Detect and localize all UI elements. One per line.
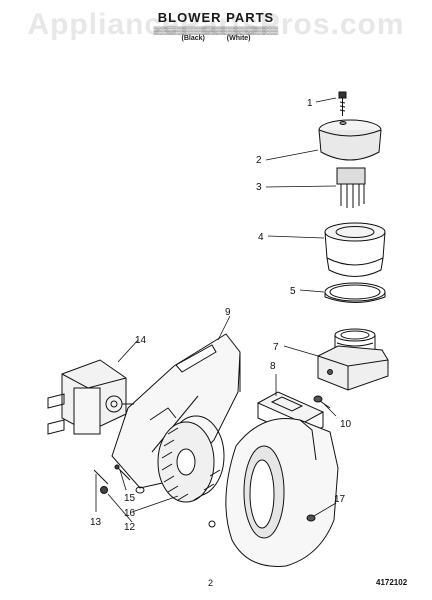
part-13-clip [93,469,109,485]
part-1-screw [338,91,347,116]
watermark: AppliancePartsPros.com [27,8,405,41]
callout-17: 17 [334,494,346,505]
callout-8: 8 [270,361,276,372]
callout-3: 3 [256,182,262,193]
callout-15: 15 [124,493,136,504]
part-10-screw [313,395,331,409]
callout-5: 5 [290,286,296,297]
blower-housing [208,418,339,567]
leader-lines [95,97,337,523]
page-number: 2 [208,578,214,588]
callout-4: 4 [258,232,264,243]
part-9-side-plate [111,333,241,489]
diagram-header: BLOWER PARTS ▒▒▒▒▒▒▒▒▒▒▒▒▒▒▒▒▒▒▒▒▒▒ (Bla… [0,10,432,42]
callout-labels: 1 2 3 4 5 7 8 9 10 14 15 16 12 13 17 11 … [90,98,352,533]
color-white: (White) [226,35,251,42]
callout-9: 9 [225,307,231,318]
color-variants: (Black) (White) [0,35,432,42]
part-16-washer [135,486,145,494]
part-3-motor-terminal [336,167,366,208]
callout-13: 13 [90,517,102,528]
part-7-outlet-adapter [317,328,389,391]
callout-1: 1 [307,98,313,109]
part-11-blower-wheel [157,415,225,503]
model-numbers: ▒▒▒▒▒▒▒▒▒▒▒▒▒▒▒▒▒▒▒▒▒▒ [153,26,279,35]
part-4-housing-ring [324,222,386,277]
part-5-seal-ring [324,282,386,303]
diagram-title: BLOWER PARTS [157,10,275,25]
callout-14: 14 [135,335,147,346]
callout-7: 7 [273,342,279,353]
part-code: 4172102 [376,578,408,587]
callout-10: 10 [340,419,352,430]
part-2-motor-cap [318,119,382,161]
part-17-screw [306,514,316,522]
callout-2: 2 [256,155,262,166]
callout-12: 12 [124,522,136,533]
callout-16: 16 [124,508,136,519]
part-14-motor [47,359,134,435]
part-12-shaft-nut [100,486,108,494]
color-black: (Black) [181,35,205,42]
